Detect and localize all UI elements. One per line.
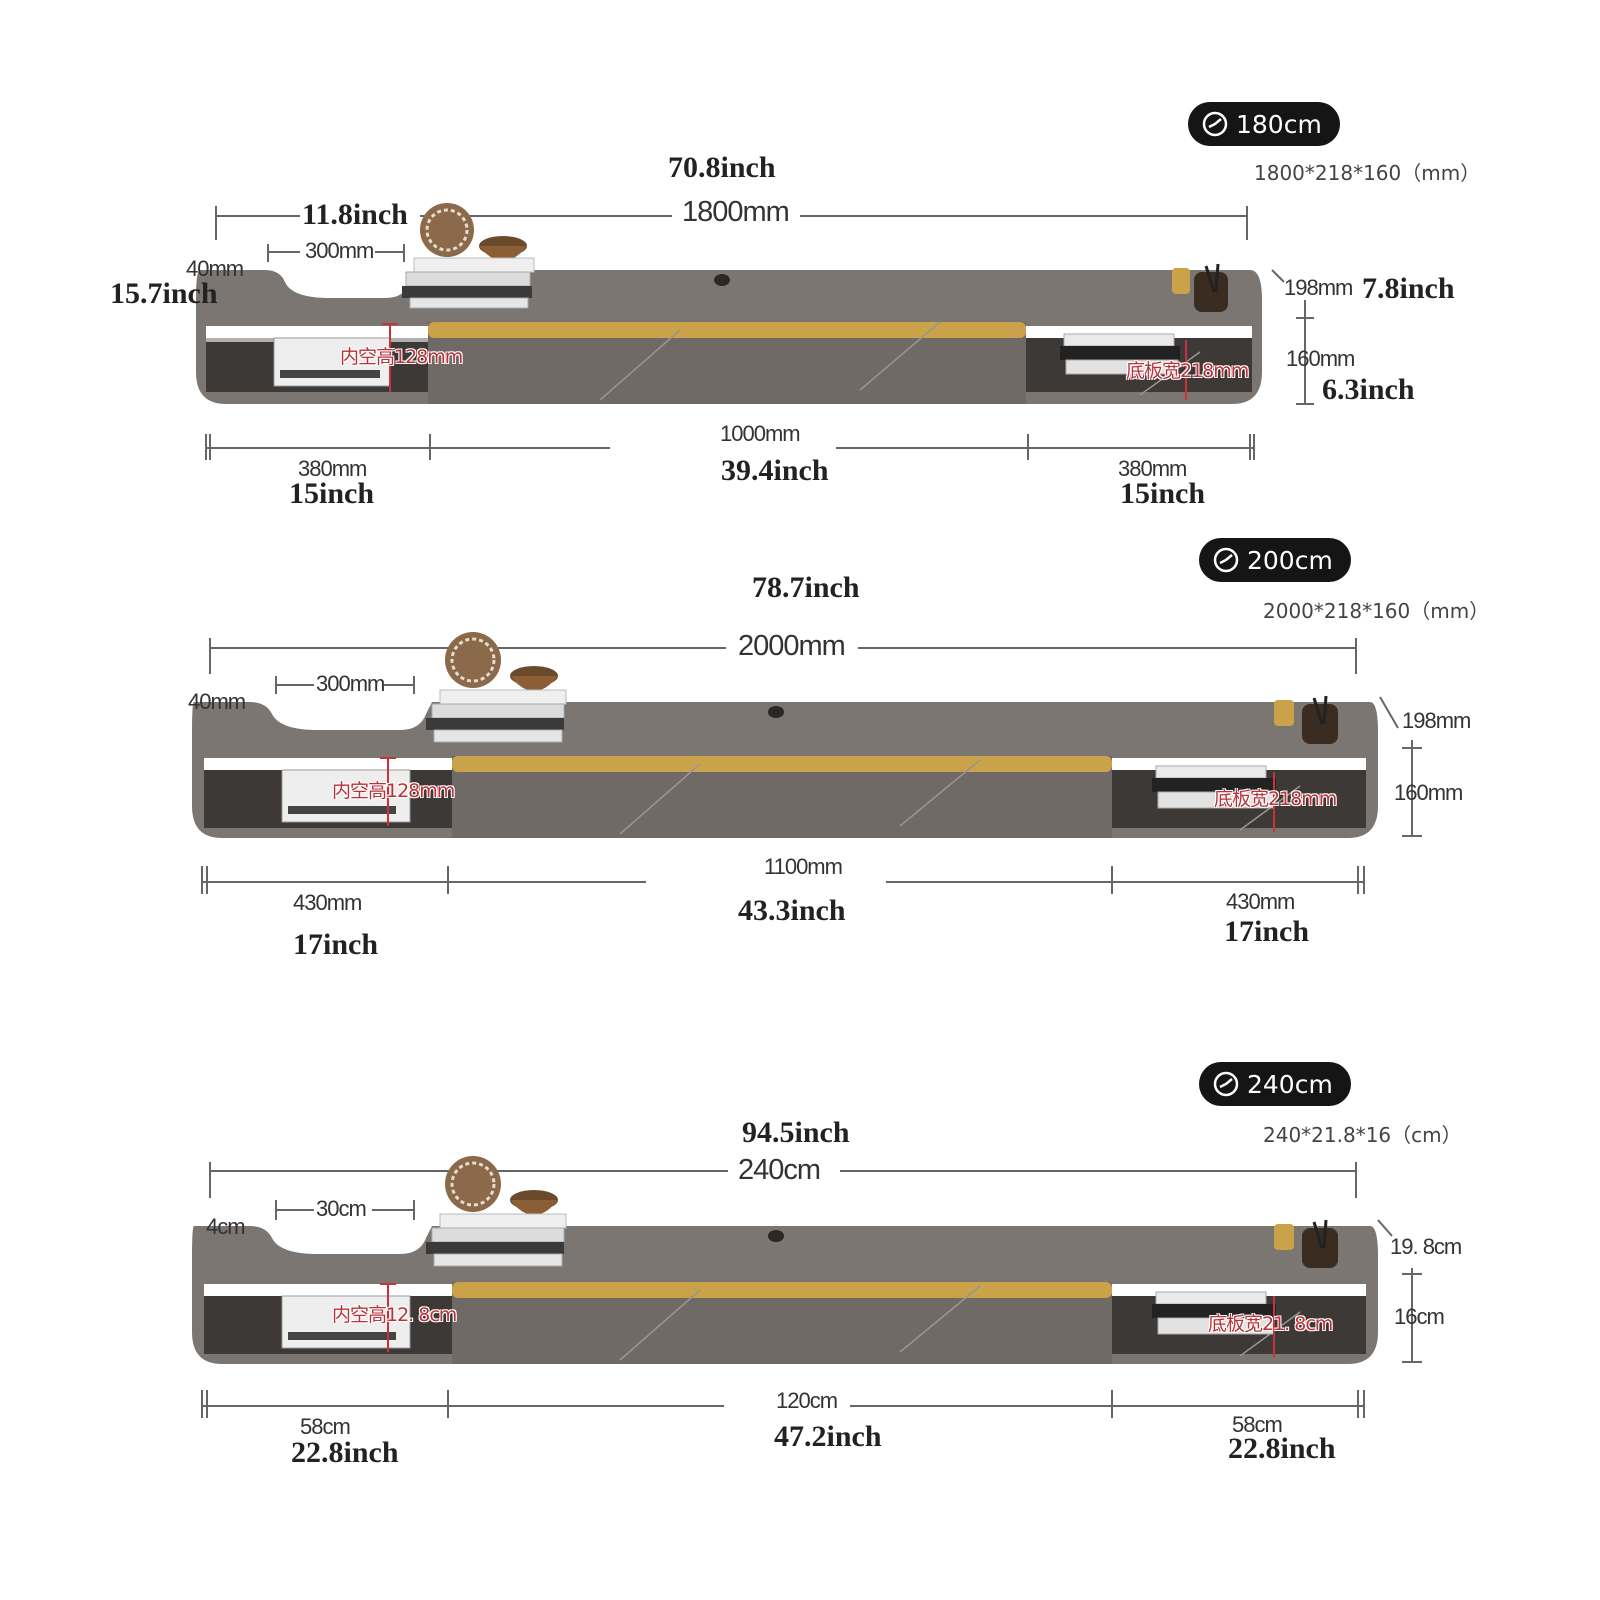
cabinet-drawing-240 bbox=[192, 1156, 1422, 1418]
height-metric: 160mm bbox=[1286, 346, 1355, 371]
red-dimension-markers bbox=[382, 323, 1187, 400]
inner-height-label: 内空高12. 8cm bbox=[332, 1304, 457, 1326]
ball-decor-icon bbox=[420, 203, 474, 257]
right-section-inch: 22.8inch bbox=[1228, 1432, 1336, 1465]
ball-decor-icon bbox=[445, 632, 501, 688]
top-height-metric: 198mm bbox=[1284, 275, 1353, 300]
board-width-label: 底板宽218mm bbox=[1214, 788, 1337, 810]
ruler-icon bbox=[1213, 547, 1239, 573]
edge-depth-metric: 40mm bbox=[188, 689, 246, 714]
size-badge[interactable]: 180cm bbox=[1188, 102, 1340, 146]
right-section-metric: 430mm bbox=[1226, 889, 1295, 914]
cup-icon bbox=[1274, 695, 1338, 744]
mid-section-inch: 43.3inch bbox=[738, 894, 846, 927]
height-metric: 16cm bbox=[1394, 1304, 1445, 1329]
book-stack-icon bbox=[402, 257, 1180, 375]
badge-label: 180cm bbox=[1236, 109, 1322, 139]
total-width-inch: 94.5inch bbox=[742, 1116, 850, 1149]
red-dimension-markers bbox=[380, 757, 1275, 832]
spec-text: 2000*218*160（mm） bbox=[1263, 599, 1490, 623]
notch-width-metric: 300mm bbox=[305, 238, 374, 263]
cabinet-drawing-180 bbox=[196, 203, 1314, 460]
panel-200cm: 200cm 2000*218*160（mm） 78.7inch 2000mm 3… bbox=[188, 538, 1490, 961]
mid-section-inch: 47.2inch bbox=[774, 1420, 882, 1453]
notch-width-metric: 30cm bbox=[316, 1196, 367, 1221]
ball-decor-icon bbox=[445, 1156, 501, 1212]
right-section-metric: 380mm bbox=[1118, 456, 1187, 481]
height-inch: 6.3inch bbox=[1322, 373, 1415, 406]
mid-section-inch: 39.4inch bbox=[721, 454, 829, 487]
total-width-metric: 240cm bbox=[738, 1154, 821, 1186]
total-width-metric: 1800mm bbox=[682, 196, 790, 228]
total-width-inch: 70.8inch bbox=[668, 151, 776, 184]
badge-label: 200cm bbox=[1247, 545, 1333, 575]
left-section-inch: 17inch bbox=[293, 928, 379, 961]
mid-section-metric: 1000mm bbox=[720, 421, 801, 446]
red-dimension-markers bbox=[380, 1283, 1275, 1358]
total-width-inch: 78.7inch bbox=[752, 571, 860, 604]
badge-label: 240cm bbox=[1247, 1069, 1333, 1099]
book-stack-icon bbox=[426, 689, 1276, 809]
ruler-icon bbox=[1202, 111, 1228, 137]
cabinet-drawing-200 bbox=[192, 632, 1422, 894]
board-width-label: 底板宽218mm bbox=[1126, 360, 1249, 382]
mid-section-metric: 120cm bbox=[770, 1390, 844, 1412]
dimension-lines bbox=[201, 638, 1422, 894]
left-section-metric: 380mm bbox=[298, 456, 367, 481]
left-section-metric: 430mm bbox=[293, 890, 362, 915]
height-metric: 160mm bbox=[1394, 780, 1463, 805]
cup-icon bbox=[1274, 1219, 1338, 1268]
bowl-icon bbox=[510, 1190, 558, 1215]
inner-height-label: 内空高128mm bbox=[332, 780, 455, 802]
cup-icon bbox=[1172, 263, 1228, 312]
edge-depth-metric: 4cm bbox=[206, 1214, 246, 1239]
bowl-icon bbox=[510, 666, 558, 691]
left-section-inch: 15inch bbox=[289, 477, 375, 510]
spec-text: 240*21.8*16（cm） bbox=[1263, 1123, 1462, 1147]
top-height-metric: 198mm bbox=[1402, 708, 1471, 733]
size-badge[interactable]: 240cm bbox=[1199, 1062, 1351, 1106]
spec-text: 1800*218*160（mm） bbox=[1254, 161, 1481, 185]
edge-depth-metric: 40mm bbox=[186, 256, 244, 281]
right-section-inch: 17inch bbox=[1224, 915, 1310, 948]
notch-width-metric: 300mm bbox=[316, 671, 385, 696]
top-height-metric: 19. 8cm bbox=[1390, 1234, 1462, 1259]
router-icon bbox=[273, 337, 391, 387]
panel-180cm: 180cm 1800*218*160（mm） 70.8inch 1800mm 1… bbox=[0, 0, 1600, 520]
edge-depth-inch: 15.7inch bbox=[110, 277, 218, 310]
left-section-inch: 22.8inch bbox=[291, 1436, 399, 1469]
inner-height-label: 内空高128mm bbox=[340, 346, 463, 368]
mid-section-metric: 1100mm bbox=[764, 854, 843, 879]
board-width-label: 底板宽21. 8cm bbox=[1208, 1313, 1333, 1335]
notch-width-inch: 11.8inch bbox=[302, 198, 408, 231]
size-badge[interactable]: 200cm bbox=[1199, 538, 1351, 582]
panel-240cm: 240cm 240*21.8*16（cm） 94.5inch 240cm 30c… bbox=[192, 1062, 1462, 1469]
bowl-icon bbox=[479, 236, 527, 261]
right-section-metric: 58cm bbox=[1232, 1412, 1283, 1437]
left-section-metric: 58cm bbox=[300, 1414, 351, 1439]
top-height-inch: 7.8inch bbox=[1362, 272, 1455, 305]
total-width-metric: 2000mm bbox=[738, 630, 846, 662]
right-section-inch: 15inch bbox=[1120, 477, 1206, 510]
ruler-icon bbox=[1213, 1071, 1239, 1097]
